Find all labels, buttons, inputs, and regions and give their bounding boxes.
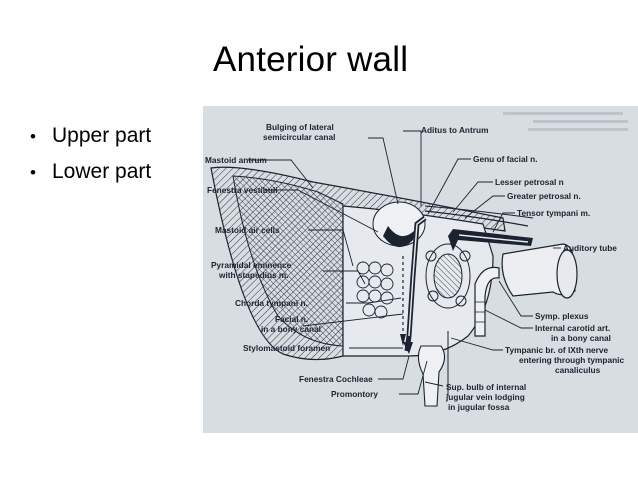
petrosal-lines-2	[424, 205, 534, 219]
label-promontory: Promontory	[331, 389, 378, 399]
bullet-text: Upper part	[52, 124, 152, 147]
label-mastoid-antrum: Mastoid antrum	[205, 155, 267, 165]
label-facial-canal: in a bony canal	[261, 324, 321, 334]
promontory-region	[425, 243, 471, 309]
petrosal-lines	[424, 210, 529, 227]
label-aditus: Aditus to Antrum	[421, 125, 488, 135]
diagram-labels: Bulging of lateral semicircular canal Ad…	[205, 122, 624, 412]
bullet-dot-icon: •	[30, 127, 36, 146]
label-jugular-bulb: Sup. bulb of internal	[446, 382, 526, 392]
bullet-item-upper: • Upper part	[30, 118, 151, 154]
carotid-artery	[474, 266, 500, 337]
leader-lines	[248, 130, 561, 395]
jugular-bulb	[417, 345, 446, 407]
mastoid-antrum-shape	[232, 175, 344, 347]
label-pyramidal-eminence: Pyramidal eminence	[211, 260, 292, 270]
label-semicircular-canal: semicircular canal	[263, 132, 335, 142]
label-fenestra-vestibuli: Fenestra vestibuli	[207, 185, 278, 195]
middle-ear-diagram: Bulging of lateral semicircular canal Ad…	[203, 106, 638, 433]
bullet-item-lower: • Lower part	[30, 154, 151, 190]
label-carotid-artery: Internal carotid art.	[535, 323, 610, 333]
label-mastoid-air-cells: Mastoid air cells	[215, 225, 280, 235]
label-tensor-tympani: Tensor tympani m.	[517, 208, 590, 218]
tensor-tympani-inner	[458, 234, 529, 243]
label-canaliculus: canaliculus	[555, 365, 601, 375]
label-stylomastoid: Stylomastoid foramen	[243, 343, 330, 353]
auditory-tube-end	[556, 249, 578, 299]
facial-arrow	[403, 342, 413, 354]
bullet-text: Lower part	[52, 160, 152, 183]
label-tympanic-entering: entering through tympanic	[519, 355, 624, 365]
faded-background-text	[503, 112, 628, 131]
diagram-svg: Bulging of lateral semicircular canal Ad…	[205, 112, 628, 412]
label-greater-petrosal: Greater petrosal n.	[507, 191, 581, 201]
facial-nerve-inner	[408, 217, 426, 337]
carotid-rings	[475, 301, 485, 323]
label-tympanic-branch: Tympanic br. of IXth nerve	[505, 345, 609, 355]
chorda-arrow	[400, 334, 406, 346]
label-auditory-tube: Auditory tube	[563, 243, 617, 253]
lateral-canal-hook	[383, 226, 415, 248]
slide-title-text: Anterior wall	[213, 40, 409, 79]
tensor-tympani-band	[448, 229, 533, 251]
label-facial-nerve: Facial n.	[275, 314, 308, 324]
label-bulging-lateral: Bulging of lateral	[266, 122, 334, 132]
label-chorda-tympani: Chorda tympani n.	[235, 298, 308, 308]
bullet-list: • Upper part • Lower part	[30, 118, 151, 190]
label-symp-plexus: Symp. plexus	[535, 311, 589, 321]
mastoid-air-cells	[356, 261, 394, 319]
label-lesser-petrosal: Lesser petrosal n	[495, 177, 564, 187]
label-fenestra-cochleae: Fenestra Cochleae	[299, 374, 373, 384]
label-carotid-canal: in a bony canal	[551, 333, 611, 343]
label-jugular-vein: jugular vein lodging	[445, 392, 525, 402]
label-stapedius: with stapedius m.	[218, 270, 289, 280]
bullet-dot-icon: •	[30, 163, 36, 182]
label-jugular-fossa: in jugular fossa	[448, 402, 510, 412]
label-genu: Genu of facial n.	[473, 154, 538, 164]
